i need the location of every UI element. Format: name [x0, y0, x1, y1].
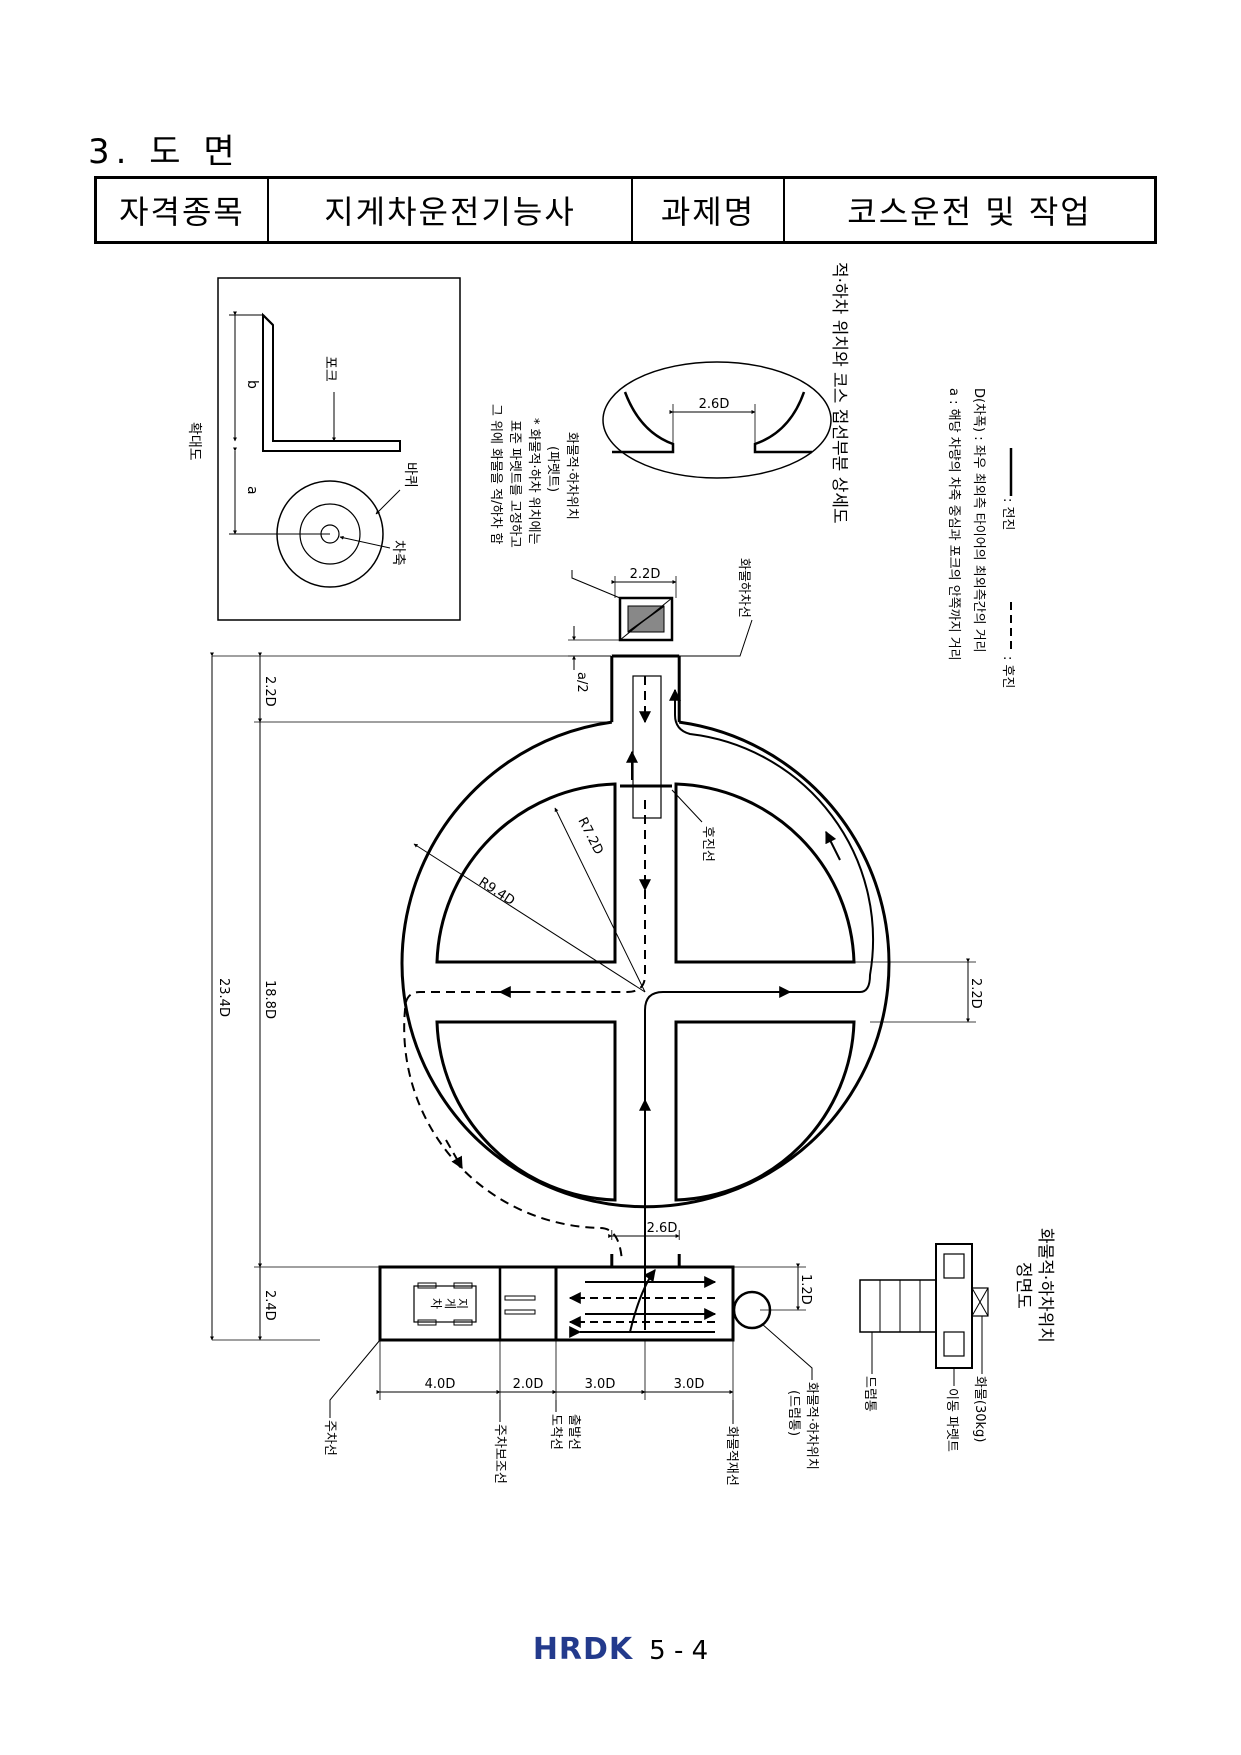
dim-a: a: [244, 486, 260, 495]
dim-left-2-2d: 2.2D: [262, 676, 277, 707]
inset-enlarged-view: b a 포크 바퀴 차축 확대도: [186, 277, 461, 621]
detail-title: 적·하차 위치와 코스 접선부분 상세도: [829, 262, 849, 524]
dim-b: b: [244, 380, 260, 389]
dim-1-2d: 1.2D: [798, 1274, 813, 1305]
dim-3-0d-b: 3.0D: [674, 1377, 705, 1392]
tangent-detail: 2.6D: [602, 361, 832, 479]
forklift-char-3: 차: [429, 1298, 443, 1309]
dim-2-0d: 2.0D: [513, 1377, 544, 1392]
unload-line-label: 화물하차선: [736, 558, 751, 618]
front-view-subtitle: 정면도: [1013, 1262, 1033, 1309]
front-view-title: 화물적·하차위치: [1035, 1228, 1055, 1343]
header-table: 자격종목 지게차운전기능사 과제명 코스운전 및 작업: [94, 176, 1157, 244]
dim-top-2-2d: 2.2D: [630, 567, 661, 582]
legend-forward: : 전진: [1000, 498, 1015, 530]
dim-right-2-2d: 2.2D: [968, 978, 983, 1009]
legend-d-definition: D(차폭) : 좌우 최외측 타이어의 최외측간의 거리: [971, 388, 986, 653]
forklift-char-1: 지: [455, 1298, 469, 1309]
label-qualification: 자격종목: [94, 176, 269, 244]
enlarged-view-label: 확대도: [186, 422, 202, 461]
dim-bottom-2-6d: 2.6D: [647, 1221, 678, 1236]
page-number: 5 - 4: [649, 1636, 709, 1666]
fork-label: 포크: [322, 356, 338, 382]
value-qualification: 지게차운전기능사: [267, 176, 633, 244]
start-line-label: 출발선: [566, 1414, 581, 1450]
dim-a-half: a/2: [574, 672, 589, 693]
dim-detail-2-6d: 2.6D: [699, 397, 730, 412]
pallet-note: 화물적·하차위치 (파렛트) * 화물적·하차 위치에는 표준 파렛트를 고정하…: [488, 404, 621, 599]
legend: : 전진 : 후진 D(차폭) : 좌우 최외측 타이어의 최외측간의 거리 a…: [946, 388, 1015, 688]
drum-label: 드럼통: [862, 1376, 877, 1412]
parking-aux-label: 주차보조선: [492, 1424, 507, 1484]
reverse-path: [403, 676, 651, 1263]
legend-a-definition: a : 해당 차량의 차축 중심과 포크의 안쪽까지 거리: [946, 388, 961, 661]
footer: HRDK 5 - 4: [0, 1632, 1241, 1667]
svg-text:표준 파렛트를 고정하고: 표준 파렛트를 고정하고: [507, 420, 522, 548]
bottom-start-area: 지 게 차: [378, 1254, 735, 1342]
front-view: 드럼통 화물(30kg) 이동 파렛트 화물적·하차위치 정면도: [859, 1228, 1055, 1452]
axle-label: 차축: [390, 540, 406, 566]
dim-2-4d: 2.4D: [262, 1290, 277, 1321]
parking-line-label: 주차선: [322, 1420, 337, 1456]
value-task: 코스운전 및 작업: [783, 176, 1157, 244]
svg-text:(파렛트): (파렛트): [545, 446, 560, 492]
dim-4-0d: 4.0D: [425, 1377, 456, 1392]
label-task: 과제명: [631, 176, 785, 244]
dim-18-8d: 18.8D: [262, 980, 277, 1019]
dim-r7-2d: R7.2D: [574, 815, 605, 857]
arrival-line-label: 도착선: [548, 1414, 563, 1450]
wheel-label: 바퀴: [402, 462, 418, 488]
hrdk-logo: HRDK: [532, 1632, 634, 1667]
drum-position-sublabel: (드럼통): [786, 1390, 801, 1436]
load-line-label: 화물적재선: [724, 1426, 739, 1486]
cargo-label: 화물(30kg): [972, 1376, 987, 1442]
reverse-line-label: 후진선: [700, 826, 715, 862]
dim-23-4d: 23.4D: [216, 978, 231, 1017]
moving-pallet-label: 이동 파렛트: [944, 1388, 959, 1452]
dim-3-0d-a: 3.0D: [585, 1377, 616, 1392]
legend-reverse: : 후진: [1000, 656, 1015, 688]
forklift-char-2: 게: [443, 1298, 457, 1309]
drum-position-label: 화물적·하차위치: [804, 1382, 819, 1470]
course-outline: [400, 654, 891, 1209]
forward-path: [626, 688, 875, 1330]
svg-text:* 화물적·하차 위치에는: * 화물적·하차 위치에는: [526, 418, 541, 545]
dim-r9-4d: R9.4D: [476, 875, 517, 909]
section-title: 3. 도 면: [88, 132, 241, 172]
top-pallet: [618, 596, 674, 642]
svg-text:그 위에 화물을 적/하차 함: 그 위에 화물을 적/하차 함: [488, 404, 503, 545]
svg-text:화물적·하차위치: 화물적·하차위치: [564, 432, 579, 520]
